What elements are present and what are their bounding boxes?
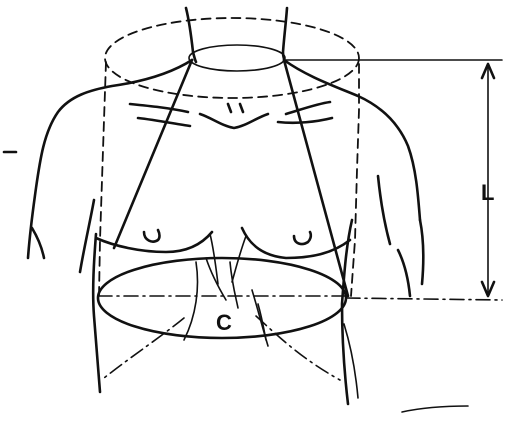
length-label: L: [481, 180, 494, 205]
neck: [186, 8, 287, 62]
cone-lines: [114, 60, 348, 296]
chest: [96, 228, 350, 284]
top-cylinder-ellipse: [105, 18, 359, 98]
torso-outline: [28, 60, 468, 412]
circumference-label: C: [216, 310, 232, 335]
length-dimension: [286, 60, 502, 300]
